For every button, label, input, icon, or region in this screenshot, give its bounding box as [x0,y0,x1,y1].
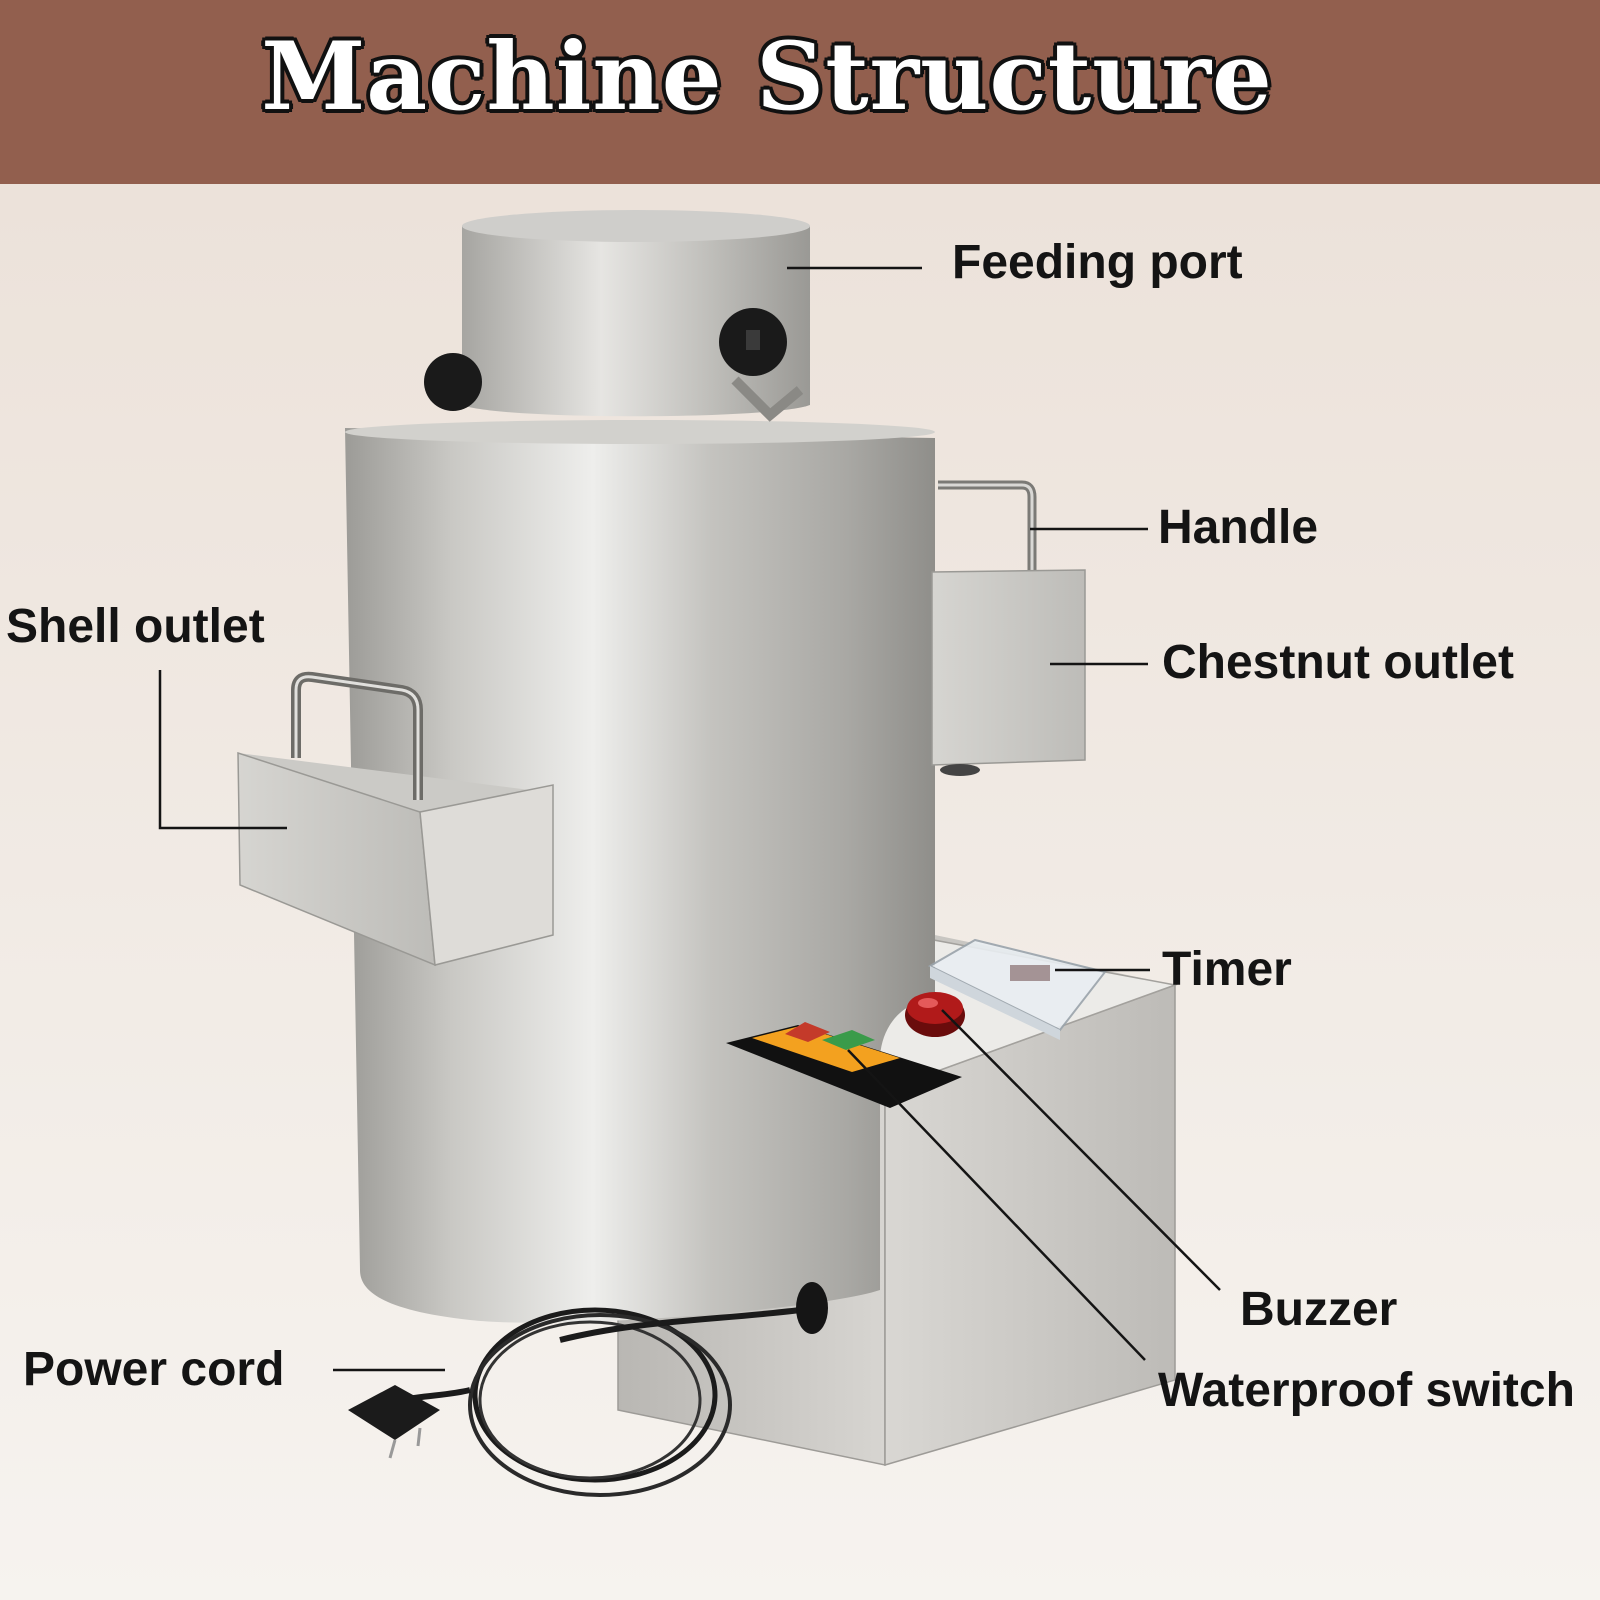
label-power-cord: Power cord [23,1343,285,1396]
timer-device [927,938,1107,1040]
label-waterproof-switch: Waterproof switch [1158,1364,1575,1417]
shell-outlet-leader [158,670,287,830]
label-handle: Handle [1158,501,1319,554]
machine-illustration [0,184,1600,1600]
diagram-stage: Feeding port Handle Shell outlet Chestnu… [0,184,1600,1600]
leader-lines [158,266,1221,1372]
shell-outlet [237,671,554,967]
title-banner: Machine Structure [0,0,1600,184]
buzzer-leader [941,1009,1221,1291]
main-cylinder [345,420,935,1323]
buzzer-device [905,992,965,1037]
chestnut-outlet [931,480,1086,776]
waterproof-switch-device [726,1022,962,1108]
feeding-port [424,210,810,422]
label-buzzer: Buzzer [1240,1283,1398,1336]
label-timer: Timer [1162,943,1292,996]
waterproof-switch-leader [847,1049,1146,1361]
power-cord-device [348,1282,828,1497]
label-chestnut-outlet: Chestnut outlet [1162,636,1514,689]
label-shell-outlet: Shell outlet [6,600,265,653]
page-title: Machine Structure [261,22,1273,132]
label-feeding-port: Feeding port [952,236,1243,289]
